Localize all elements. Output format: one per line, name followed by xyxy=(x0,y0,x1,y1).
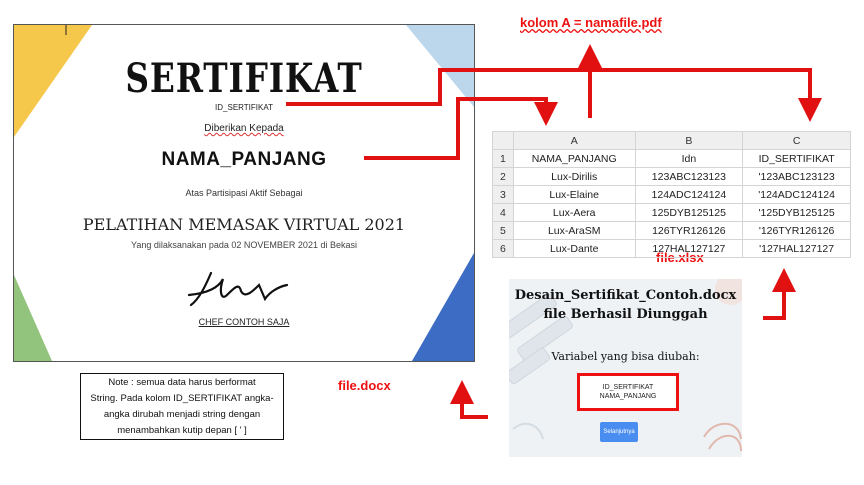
cell[interactable]: 127HAL127127 xyxy=(634,239,744,258)
row-number[interactable]: 5 xyxy=(492,221,514,240)
column-header[interactable]: B xyxy=(634,131,744,150)
cell[interactable]: Idn xyxy=(634,149,744,168)
row-number[interactable]: 2 xyxy=(492,167,514,186)
certificate-signer: CHEF CONTOH SAJA xyxy=(198,317,290,327)
table-row: 3 Lux-Elaine 124ADC124124 '124ADC124124 xyxy=(492,185,851,204)
cell[interactable]: Lux-Dante xyxy=(512,239,636,258)
variable-item: NAMA_PANJANG xyxy=(599,393,657,400)
cell[interactable]: '125DYB125125 xyxy=(742,203,851,222)
table-row: 4 Lux-Aera 125DYB125125 '125DYB125125 xyxy=(492,203,851,222)
column-header-row: A B C xyxy=(492,131,851,150)
cell[interactable]: Lux-Aera xyxy=(512,203,636,222)
next-button[interactable]: Selanjutnya xyxy=(600,422,638,442)
arrow-upload-to-docx xyxy=(450,380,488,419)
cell[interactable]: 125DYB125125 xyxy=(634,203,744,222)
upload-title-line1: Desain_Sertifikat_Contoh.docx xyxy=(514,288,737,303)
upload-title: Desain_Sertifikat_Contoh.docx file Berha… xyxy=(509,286,742,324)
variables-box: ID_SERTIFIKAT NAMA_PANJANG xyxy=(577,373,679,411)
cell[interactable]: '123ABC123123 xyxy=(742,167,851,186)
variable-item: ID_SERTIFIKAT xyxy=(602,384,654,391)
note-line: angka dirubah menjadi string dengan xyxy=(103,409,261,420)
row-number[interactable]: 6 xyxy=(492,239,514,258)
certificate-title: SERTIFIKAT xyxy=(125,55,363,102)
note-box: Note : semua data harus berformat String… xyxy=(80,373,284,440)
certificate-held-text: Yang dilaksanakan pada 02 NOVEMBER 2021 … xyxy=(131,240,357,250)
cell[interactable]: 123ABC123123 xyxy=(634,167,744,186)
arrow-upload-to-sheet xyxy=(763,268,796,320)
file-docx-label: file.docx xyxy=(338,378,391,393)
certificate-given-to: Diberikan Kepada xyxy=(204,123,284,134)
upload-success-panel: Desain_Sertifikat_Contoh.docx file Berha… xyxy=(509,279,742,457)
table-row: 2 Lux-Dirilis 123ABC123123 '123ABC123123 xyxy=(492,167,851,186)
spreadsheet-table: A B C 1 NAMA_PANJANG Idn ID_SERTIFIKAT 2… xyxy=(492,131,851,258)
note-line: Note : semua data harus berformat xyxy=(108,377,256,388)
cell[interactable]: Lux-Dirilis xyxy=(512,167,636,186)
certificate-participation: Atas Partisipasi Aktif Sebagai xyxy=(185,188,303,198)
row-number[interactable]: 3 xyxy=(492,185,514,204)
column-header[interactable]: C xyxy=(742,131,851,150)
variables-label: Variabel yang bisa diubah: xyxy=(551,350,700,363)
signature-image xyxy=(187,271,289,307)
row-number[interactable]: 4 xyxy=(492,203,514,222)
column-header[interactable]: A xyxy=(512,131,636,150)
cell[interactable]: '124ADC124124 xyxy=(742,185,851,204)
table-row: 1 NAMA_PANJANG Idn ID_SERTIFIKAT xyxy=(492,149,851,168)
corner-cell xyxy=(492,131,514,150)
upload-title-line2: file Berhasil Diunggah xyxy=(543,307,708,322)
cell[interactable]: ID_SERTIFIKAT xyxy=(742,149,851,168)
certificate-event: PELATIHAN MEMASAK VIRTUAL 2021 xyxy=(82,215,406,234)
certificate-id-field: ID_SERTIFIKAT xyxy=(215,103,273,112)
certificate-preview: SERTIFIKAT ID_SERTIFIKAT Diberikan Kepad… xyxy=(13,24,475,362)
cell[interactable]: 124ADC124124 xyxy=(634,185,744,204)
table-row: 5 Lux-AraSM 126TYR126126 '126TYR126126 xyxy=(492,221,851,240)
note-line: String. Pada kolom ID_SERTIFIKAT angka- xyxy=(90,393,274,404)
certificate-name-field: NAMA_PANJANG xyxy=(161,149,327,170)
cell[interactable]: '126TYR126126 xyxy=(742,221,851,240)
cell[interactable]: 126TYR126126 xyxy=(634,221,744,240)
cell[interactable]: Lux-AraSM xyxy=(512,221,636,240)
cell[interactable]: Lux-Elaine xyxy=(512,185,636,204)
cell[interactable]: NAMA_PANJANG xyxy=(512,149,636,168)
column-a-label: kolom A = namafile.pdf xyxy=(520,15,662,30)
row-number[interactable]: 1 xyxy=(492,149,514,168)
spreadsheet: A B C 1 NAMA_PANJANG Idn ID_SERTIFIKAT 2… xyxy=(492,131,851,258)
note-line: menambahkan kutip depan [ ' ] xyxy=(117,425,247,436)
table-row: 6 Lux-Dante 127HAL127127 '127HAL127127 xyxy=(492,239,851,258)
cell[interactable]: '127HAL127127 xyxy=(742,239,851,258)
